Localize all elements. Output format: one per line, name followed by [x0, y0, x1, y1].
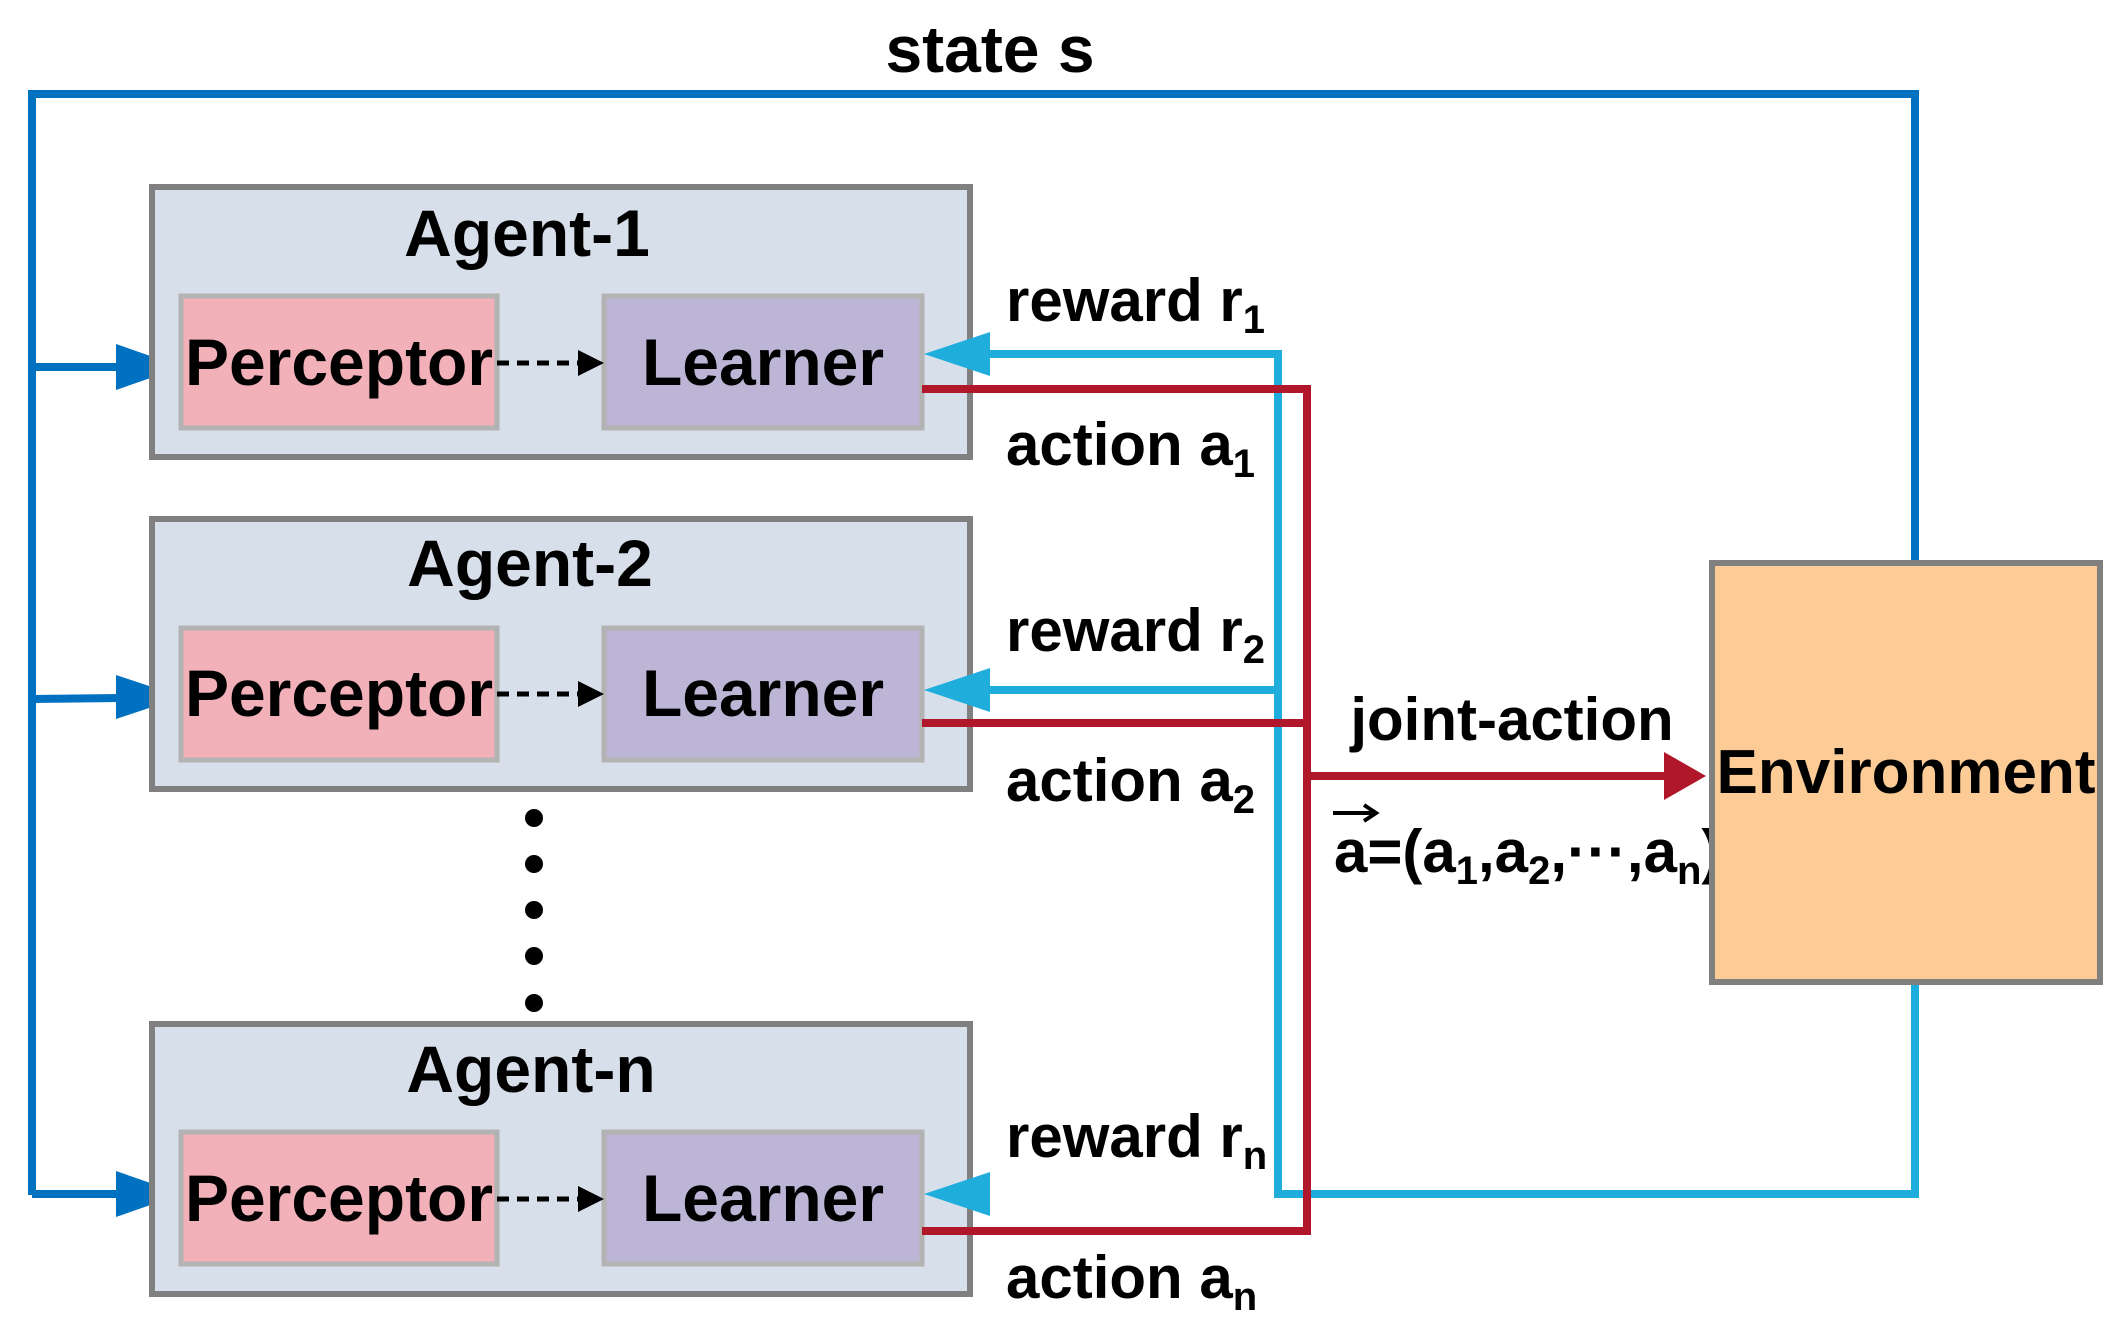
perceptor-to-learner-arrowhead	[578, 681, 604, 707]
ellipsis-dot	[525, 994, 543, 1012]
reward-line-main	[990, 350, 1919, 1198]
learner-box	[601, 1129, 925, 1267]
action-label-text: action a	[1006, 411, 1233, 478]
agent-1: Agent-1 Perceptor Learner	[149, 184, 973, 460]
agent-2-labels: reward r2 action a2	[1006, 597, 1265, 822]
reward-subscript: 1	[1243, 298, 1265, 342]
formula-open: =(a	[1367, 818, 1456, 885]
ellipsis-dot	[525, 809, 543, 827]
action-subscript: 1	[1233, 442, 1255, 486]
joint-action-formula: a=(a1,a2,···,an)	[1334, 818, 1721, 893]
perceptor-box	[178, 293, 500, 431]
agent-2: Agent-2 Perceptor Learner	[149, 516, 973, 792]
perceptor-box	[178, 1129, 500, 1267]
action-label: action a1	[1006, 411, 1255, 486]
state-branch-agent-2	[31, 694, 121, 703]
perceptor-to-learner-arrowhead	[578, 1186, 604, 1212]
formula-sub-n: n	[1677, 849, 1701, 893]
reward-subscript: n	[1243, 1134, 1267, 1178]
reward-arrowhead-agent-2	[924, 668, 990, 712]
ellipsis-dot	[525, 855, 543, 873]
learner-box	[601, 293, 925, 431]
joint-action-arrowhead	[1664, 752, 1706, 800]
action-label-text: action a	[1006, 1244, 1233, 1311]
agent-ellipsis	[525, 809, 543, 1012]
perceptor-label: Perceptor	[185, 656, 493, 730]
perceptor-box	[178, 625, 500, 763]
reward-label: reward r2	[1006, 597, 1265, 672]
action-label: action an	[1006, 1244, 1257, 1319]
reward-label: reward r1	[1006, 267, 1265, 342]
reward-arrowhead-agent-n	[924, 1172, 990, 1216]
joint-action-label: joint-action	[1349, 686, 1673, 753]
agent-title: Agent-2	[407, 526, 653, 600]
reward-label: reward rn	[1006, 1103, 1267, 1178]
reward-label-text: reward r	[1006, 267, 1243, 334]
environment-box	[1709, 560, 2103, 985]
formula-mid-2: ,···,a	[1550, 818, 1677, 885]
formula-sub-2: 2	[1528, 849, 1550, 893]
perceptor-to-learner-arrowhead	[578, 350, 604, 376]
action-label-text: action a	[1006, 747, 1233, 814]
ellipsis-dot	[525, 947, 543, 965]
action-feed	[922, 385, 1706, 1235]
agent-title: Agent-1	[404, 196, 650, 270]
reward-subscript: 2	[1243, 628, 1265, 672]
action-subscript: n	[1233, 1275, 1257, 1319]
perceptor-label: Perceptor	[185, 1161, 493, 1235]
agent-title: Agent-n	[406, 1032, 655, 1106]
reward-arrowhead-agent-1	[924, 332, 990, 376]
formula-sub-1: 1	[1456, 849, 1478, 893]
state-line	[28, 90, 1919, 1195]
reward-label-text: reward r	[1006, 597, 1243, 664]
perceptor-label: Perceptor	[185, 325, 493, 399]
learner-label: Learner	[642, 656, 884, 730]
learner-box	[601, 625, 925, 763]
learner-label: Learner	[642, 325, 884, 399]
environment: Environment	[1709, 560, 2103, 985]
formula-mid-1: ,a	[1478, 818, 1529, 885]
vector-arrow-icon	[1333, 803, 1380, 823]
learner-label: Learner	[642, 1161, 884, 1235]
agent-1-labels: reward r1 action a1	[1006, 267, 1265, 486]
reward-feedback	[924, 332, 1919, 1216]
state-label: state s	[885, 12, 1094, 86]
formula-var: a	[1334, 818, 1368, 885]
agent-n: Agent-n Perceptor Learner	[149, 1021, 973, 1297]
agent-n-labels: reward rn action an	[1006, 1103, 1267, 1319]
reward-label-text: reward r	[1006, 1103, 1243, 1170]
action-line-main	[922, 385, 1311, 1235]
action-subscript: 2	[1233, 778, 1255, 822]
action-label: action a2	[1006, 747, 1255, 822]
joint-action-labels: joint-action a=(a1,a2,···,an)	[1333, 686, 1721, 893]
ellipsis-dot	[525, 901, 543, 919]
environment-label: Environment	[1717, 738, 2096, 807]
